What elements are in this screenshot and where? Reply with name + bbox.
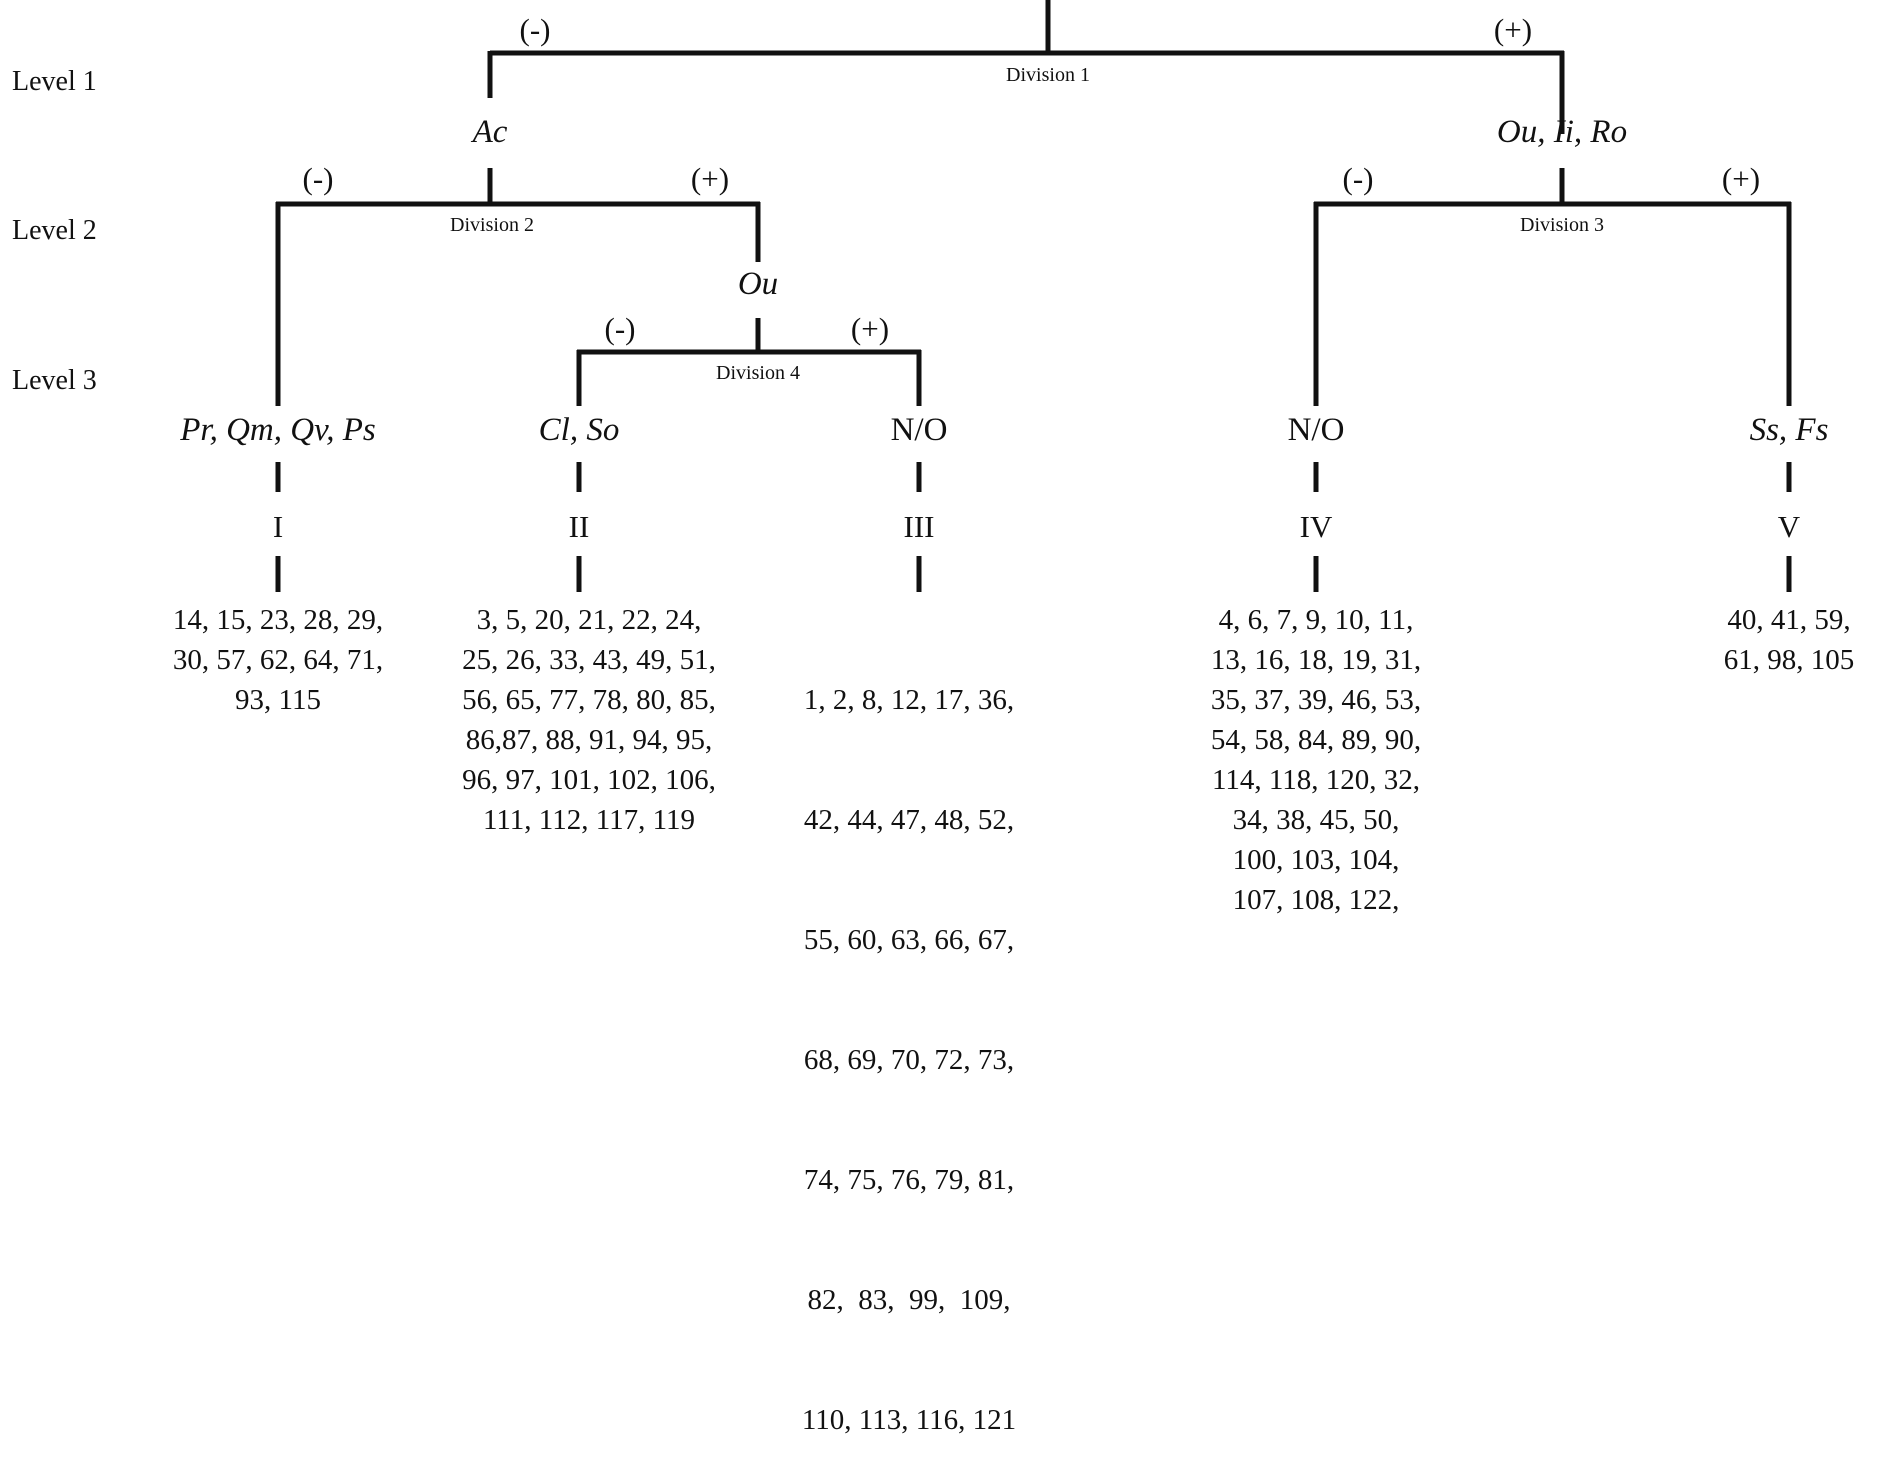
level-1-label: Level 1 <box>12 66 97 97</box>
division-4-positive-sign: (+) <box>850 311 890 346</box>
site-line: 61, 98, 105 <box>1723 644 1855 676</box>
division-1-label: Division 1 <box>1006 64 1090 86</box>
site-line: 13, 16, 18, 19, 31, <box>1210 644 1422 676</box>
site-line: 25, 26, 33, 43, 49, 51, <box>462 644 716 676</box>
division-3-positive-sign: (+) <box>1721 161 1761 196</box>
level-3-label: Level 3 <box>12 365 97 396</box>
division-2-label: Division 2 <box>450 214 534 236</box>
twinspan-dendrogram <box>275 0 1792 592</box>
site-line: 3, 5, 20, 21, 22, 24, <box>476 604 702 636</box>
group-I-numeral: I <box>272 509 284 544</box>
site-line: 1, 2, 8, 12, 17, 36, <box>803 684 1015 716</box>
site-line: 14, 15, 23, 28, 29, <box>172 604 384 636</box>
site-line: 100, 103, 104, <box>1232 844 1400 876</box>
division-2-positive-indicator: Ou <box>737 266 779 302</box>
site-line: 74, 75, 76, 79, 81, <box>803 1164 1015 1196</box>
site-line: 34, 38, 45, 50, <box>1232 804 1400 836</box>
group-II-site-list: 3, 5, 20, 21, 22, 24, 25, 26, 33, 43, 49… <box>462 600 716 840</box>
division-1-positive-sign: (+) <box>1493 12 1533 47</box>
site-line: 114, 118, 120, 32, <box>1211 764 1421 796</box>
site-line: 35, 37, 39, 46, 53, <box>1210 684 1422 716</box>
division-2-negative-sign: (-) <box>302 161 334 196</box>
site-line: 82, 83, 99, 109, <box>807 1284 1011 1316</box>
division-2-positive-sign: (+) <box>690 161 730 196</box>
site-line: 93, 115 <box>235 684 321 716</box>
group-III-indicator: N/O <box>890 412 948 448</box>
group-I-site-list: 14, 15, 23, 28, 29, 30, 57, 62, 64, 71, … <box>173 600 383 720</box>
site-line: 42, 44, 47, 48, 52, <box>803 804 1015 836</box>
group-III-numeral: III <box>903 509 935 544</box>
group-IV-indicator: N/O <box>1287 412 1345 448</box>
site-line: 96, 97, 101, 102, 106, <box>462 764 716 796</box>
group-V-site-list: 40, 41, 59, 61, 98, 105 <box>1724 600 1855 680</box>
level-2-label: Level 2 <box>12 215 97 246</box>
group-II-numeral: II <box>568 509 590 544</box>
group-V-numeral: V <box>1777 509 1801 544</box>
site-line: 110, 113, 116, 121 <box>801 1404 1017 1436</box>
site-line: 55, 60, 63, 66, 67, <box>803 924 1015 956</box>
division-4-label: Division 4 <box>716 362 800 384</box>
group-I-indicator: Pr, Qm, Qv, Ps <box>180 412 376 448</box>
division-3-label: Division 3 <box>1520 214 1604 236</box>
site-line: 56, 65, 77, 78, 80, 85, <box>462 684 716 716</box>
group-III-site-list: 1, 2, 8, 12, 17, 36, 42, 44, 47, 48, 52,… <box>802 600 1016 1480</box>
site-line: 111, 112, 117, 119 <box>482 804 696 836</box>
site-line: 54, 58, 84, 89, 90, <box>1210 724 1422 756</box>
division-4-negative-sign: (-) <box>604 311 636 346</box>
site-line: 68, 69, 70, 72, 73, <box>803 1044 1015 1076</box>
division-1-positive-indicator: Ou, Ii, Ro <box>1496 114 1628 150</box>
group-IV-site-list: 4, 6, 7, 9, 10, 11, 13, 16, 18, 19, 31, … <box>1211 600 1421 920</box>
site-line: 107, 108, 122, <box>1232 884 1400 916</box>
site-line: 4, 6, 7, 9, 10, 11, <box>1218 604 1414 636</box>
group-V-indicator: Ss, Fs <box>1749 412 1829 448</box>
site-line: 86,87, 88, 91, 94, 95, <box>465 724 713 756</box>
division-3-negative-sign: (-) <box>1342 161 1374 196</box>
group-IV-numeral: IV <box>1299 509 1333 544</box>
site-line: 30, 57, 62, 64, 71, <box>172 644 384 676</box>
division-1-negative-indicator: Ac <box>472 114 508 150</box>
division-1-negative-sign: (-) <box>519 12 551 47</box>
group-II-indicator: Cl, So <box>538 412 620 448</box>
site-line: 40, 41, 59, <box>1727 604 1851 636</box>
